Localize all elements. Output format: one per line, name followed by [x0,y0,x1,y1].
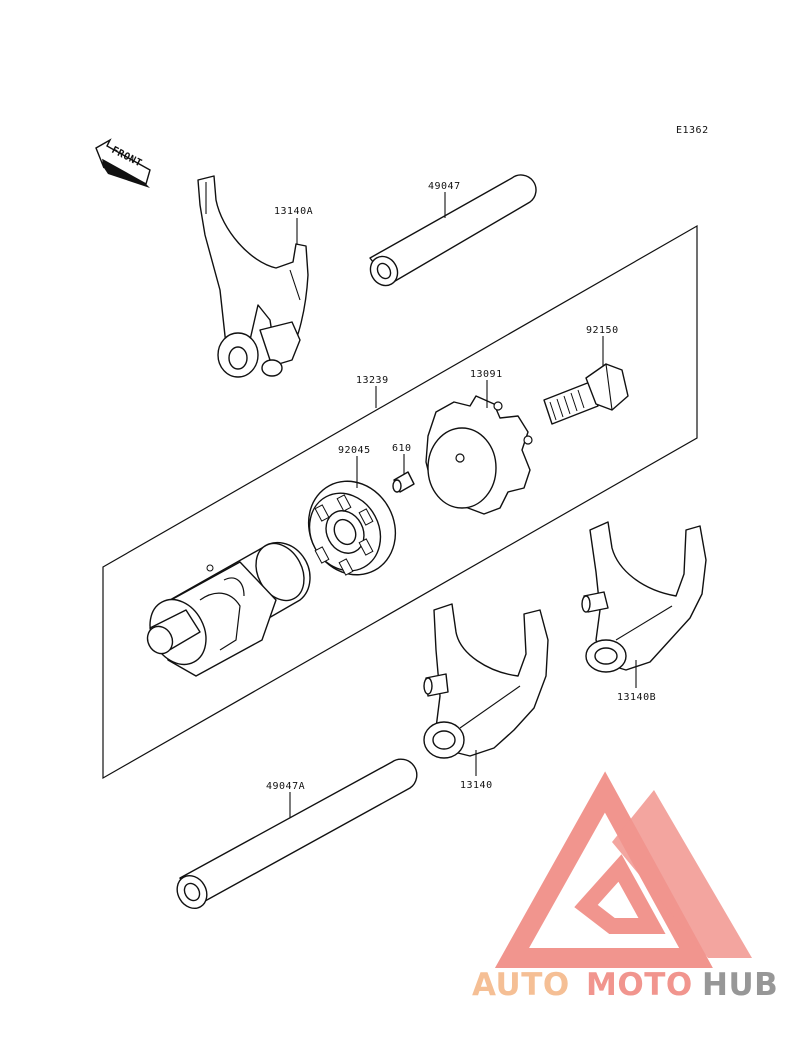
watermark-brand-auto: AUTO [472,967,570,1003]
callout-13239: 13239 [356,375,389,386]
callout-13140a: 13140A [274,206,313,217]
shift-rod-49047 [369,174,537,287]
watermark-brand-hub: HUB [702,967,778,1003]
shift-drum-cam-13091 [425,395,533,515]
callout-labels: 13140A 49047 92150 13239 13091 92045 610… [266,181,656,792]
callout-49047: 49047 [428,181,461,192]
callout-13091: 13091 [470,369,503,380]
watermark-brand-moto: MOTO [586,967,693,1003]
bolt-92150 [543,363,629,425]
leader-lines [289,192,637,818]
shift-rod-49047a [176,758,418,910]
pin-610 [392,471,415,493]
callout-92150: 92150 [586,325,619,336]
front-arrow-icon: FRONT [95,138,151,188]
shift-fork-13140a [197,175,309,378]
callout-13140: 13140 [460,780,493,791]
bearing-92045 [307,480,397,576]
shift-drum [146,541,311,677]
automotohub-watermark-logo: AUTO MOTO HUB [472,771,778,1003]
shift-fork-13140 [423,603,549,759]
callout-13140b: 13140B [617,692,656,703]
callout-49047a: 49047A [266,781,305,792]
callout-610: 610 [392,443,412,454]
callout-92045: 92045 [338,445,371,456]
diagram-code: E1362 [676,125,709,136]
shift-fork-13140b [581,521,707,673]
assembly-boundary [102,224,698,780]
